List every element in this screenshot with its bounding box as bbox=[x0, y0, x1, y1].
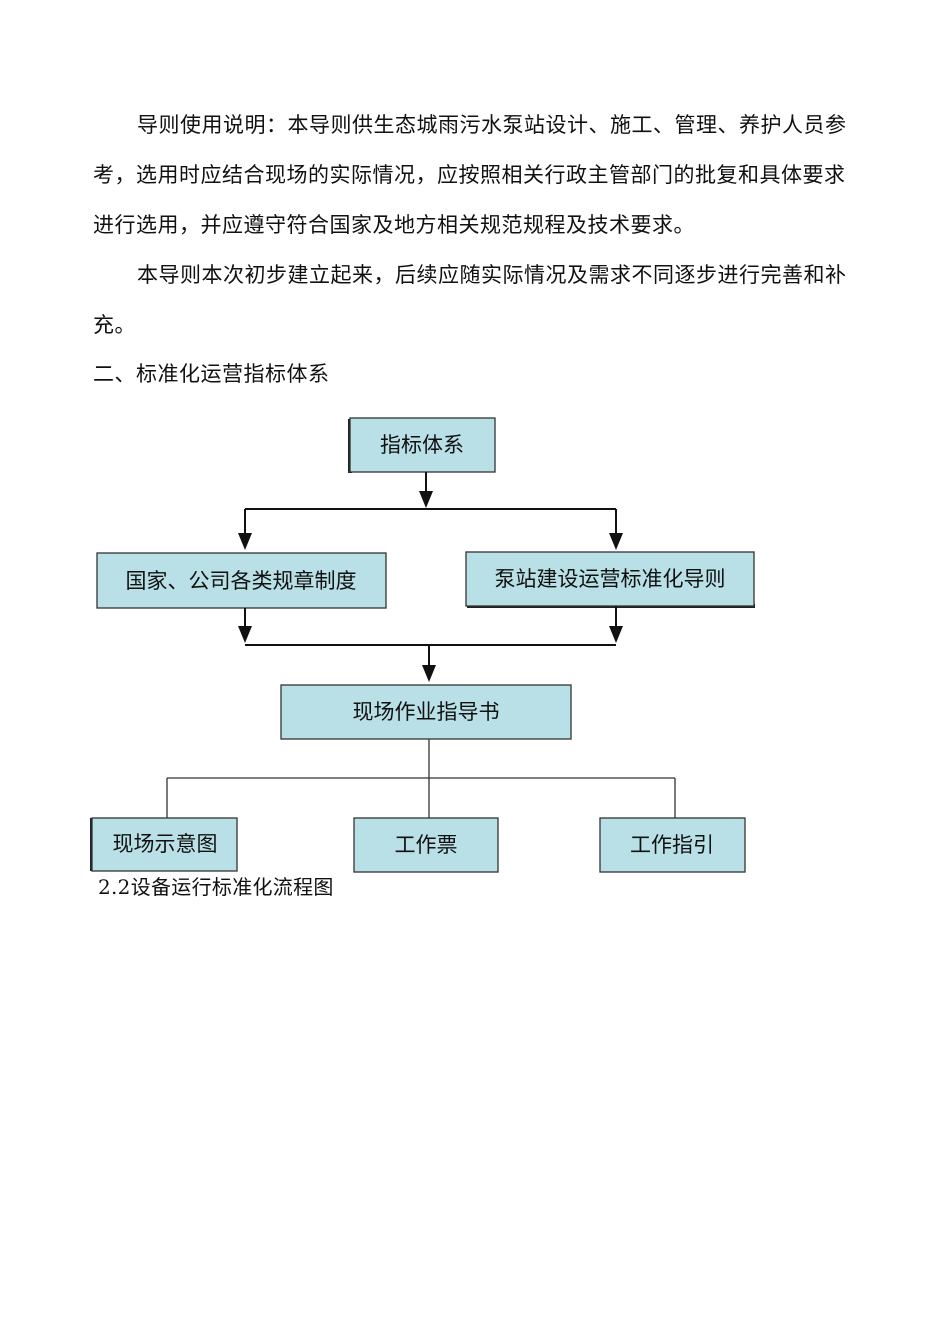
figure-caption: 2.2设备运行标准化流程图 bbox=[98, 875, 334, 899]
box-leaf-3-label: 工作指引 bbox=[630, 833, 714, 857]
intro-paragraph: 导则使用说明：本导则供生态城雨污水泵站设计、施工、管理、养护人员参考，选用时应结… bbox=[93, 113, 847, 237]
box-leaf-2-label: 工作票 bbox=[395, 833, 458, 857]
followup-paragraph: 本导则本次初步建立起来，后续应随实际情况及需求不同逐步进行完善和补充。 bbox=[93, 263, 847, 337]
box-leaf-1-label: 现场示意图 bbox=[113, 832, 218, 856]
box-left-source: 国家、公司各类规章制度 bbox=[96, 552, 387, 609]
box-leaf-1: 现场示意图 bbox=[90, 817, 238, 872]
box-left-source-label: 国家、公司各类规章制度 bbox=[126, 569, 357, 593]
box-right-source: 泵站建设运营标准化导则 bbox=[465, 551, 755, 608]
section-heading: 二、标准化运营指标体系 bbox=[93, 362, 330, 386]
box-root: 指标体系 bbox=[348, 417, 496, 473]
box-middle-label: 现场作业指导书 bbox=[353, 700, 500, 724]
box-middle: 现场作业指导书 bbox=[280, 684, 572, 740]
box-leaf-2: 工作票 bbox=[353, 817, 499, 873]
box-right-source-label: 泵站建设运营标准化导则 bbox=[495, 567, 726, 591]
box-root-label: 指标体系 bbox=[380, 433, 464, 457]
box-leaf-3: 工作指引 bbox=[599, 817, 746, 873]
